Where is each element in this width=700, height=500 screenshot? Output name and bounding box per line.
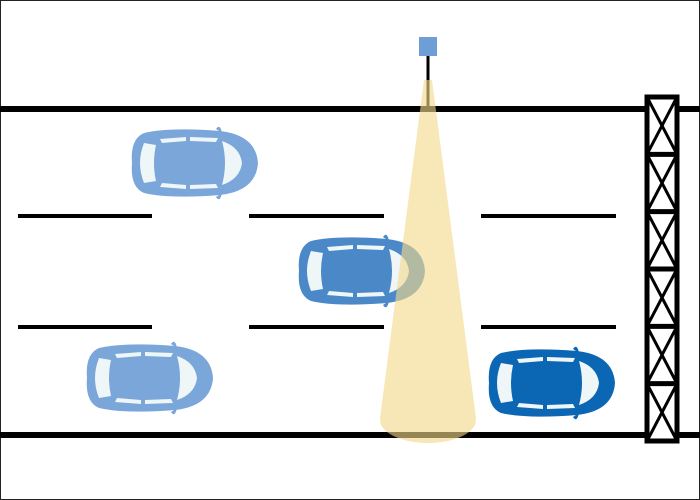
beam-footprint: [380, 397, 476, 443]
lane-markings: [18, 214, 616, 329]
rear-window: [95, 358, 111, 398]
car-icon: [131, 126, 258, 200]
beam-cone: [380, 80, 476, 418]
gantry-brace: [645, 268, 679, 328]
rear-window: [140, 143, 156, 183]
sensor-beam: [380, 80, 476, 443]
sensor-icon: [419, 37, 437, 56]
windshield: [222, 141, 242, 185]
roadside-sensor: [380, 37, 476, 443]
windshield: [579, 361, 599, 405]
rear-window: [307, 251, 323, 291]
road-edges: [0, 106, 700, 438]
windshield: [177, 356, 197, 400]
overhead-gantry: [644, 94, 680, 444]
gantry-brace: [645, 210, 679, 270]
gantry-brace: [645, 96, 679, 156]
gantry-brace: [645, 153, 679, 213]
side-windows: [517, 357, 575, 409]
gantry-brace: [645, 382, 679, 442]
side-windows: [115, 352, 173, 404]
side-windows: [160, 137, 218, 189]
car-icon: [488, 346, 615, 420]
rear-window: [497, 363, 513, 403]
side-windows: [327, 245, 385, 297]
car-icon: [86, 341, 213, 415]
gantry-brace: [645, 325, 679, 385]
car-icon: [298, 234, 425, 308]
vehicles: [86, 126, 615, 420]
